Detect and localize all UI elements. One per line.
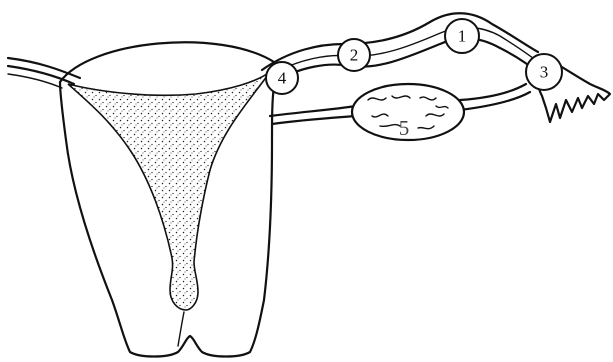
fallopian-tube-lower bbox=[270, 38, 540, 84]
marker-4: 4 bbox=[266, 62, 298, 94]
marker-1: 1 bbox=[445, 19, 479, 53]
marker-3-label: 3 bbox=[540, 63, 549, 82]
marker-3: 3 bbox=[526, 54, 562, 90]
cervical-canal bbox=[178, 312, 184, 346]
marker-2: 2 bbox=[338, 39, 370, 71]
marker-5-label: 5 bbox=[399, 116, 410, 140]
ovarian-ligament-lower bbox=[272, 116, 356, 124]
marker-2-label: 2 bbox=[350, 46, 359, 65]
marker-4-label: 4 bbox=[278, 69, 287, 88]
uterine-cavity bbox=[68, 72, 270, 310]
marker-1-label: 1 bbox=[458, 27, 467, 46]
uterine-fundus bbox=[60, 42, 274, 82]
ovarian-ligament bbox=[270, 106, 356, 116]
